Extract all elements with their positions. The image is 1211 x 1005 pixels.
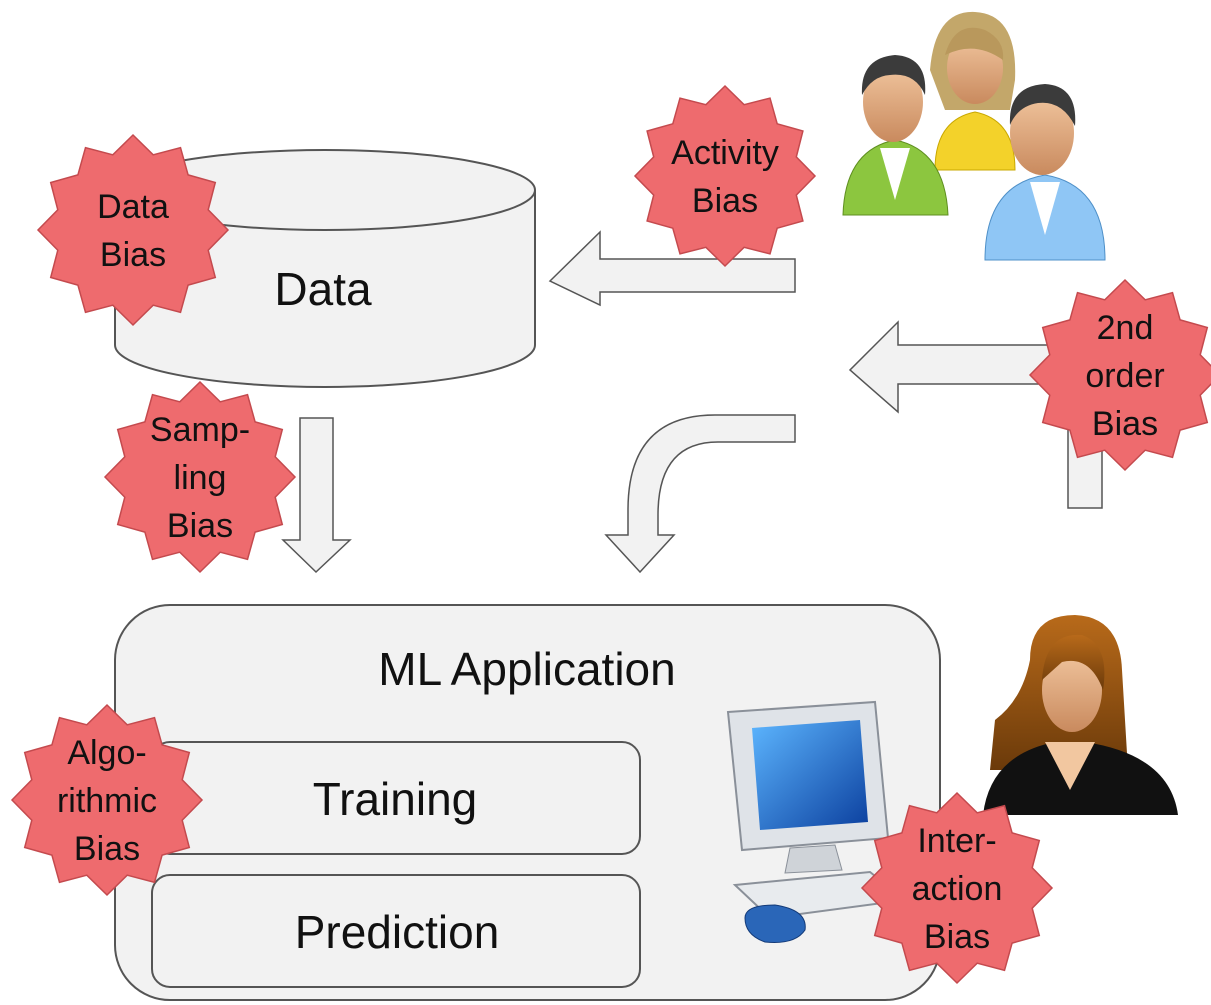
starburst-shape bbox=[10, 703, 204, 897]
ml-application-label: ML Application bbox=[378, 643, 675, 695]
starburst-shape bbox=[103, 380, 297, 574]
data-store-cylinder: Data bbox=[114, 149, 536, 388]
badge-label-line: Inter- bbox=[917, 822, 996, 860]
badge-label-line: Algo- bbox=[67, 734, 146, 772]
starburst-shape bbox=[1028, 278, 1211, 472]
badge-label-line: Bias bbox=[692, 182, 758, 220]
badge-label-line: Bias bbox=[74, 830, 140, 868]
badge-label-line: ling bbox=[174, 459, 227, 497]
starburst-shape bbox=[633, 84, 817, 268]
badge-label-line: Bias bbox=[924, 918, 990, 956]
badge-label-line: Bias bbox=[100, 236, 166, 274]
arrow-data-to-ml-application bbox=[281, 417, 352, 574]
badge-label-line: Data bbox=[97, 188, 169, 226]
users-group-icon bbox=[842, 11, 1106, 261]
arrow-curved-to-ml-application bbox=[604, 414, 796, 574]
badge-label-line: Bias bbox=[167, 507, 233, 545]
badge-label-line: Activity bbox=[671, 134, 779, 172]
training-label: Training bbox=[313, 773, 477, 825]
badge-label-line: Samp- bbox=[150, 411, 250, 449]
training-box: Training bbox=[151, 741, 641, 855]
user-woman-icon bbox=[983, 615, 1178, 815]
badge-label-line: action bbox=[912, 870, 1003, 908]
prediction-label: Prediction bbox=[295, 906, 500, 958]
computer-icon bbox=[726, 700, 908, 943]
badge-label-line: 2nd bbox=[1097, 309, 1154, 347]
badge-label-line: order bbox=[1085, 357, 1164, 395]
arrow-users-to-data bbox=[548, 230, 796, 307]
data-label: Data bbox=[274, 263, 372, 315]
badge-label-line: Bias bbox=[1092, 405, 1158, 443]
starburst-shape bbox=[860, 791, 1054, 985]
starburst-shape bbox=[36, 133, 230, 327]
prediction-box: Prediction bbox=[151, 874, 641, 988]
badge-label-line: rithmic bbox=[57, 782, 157, 820]
